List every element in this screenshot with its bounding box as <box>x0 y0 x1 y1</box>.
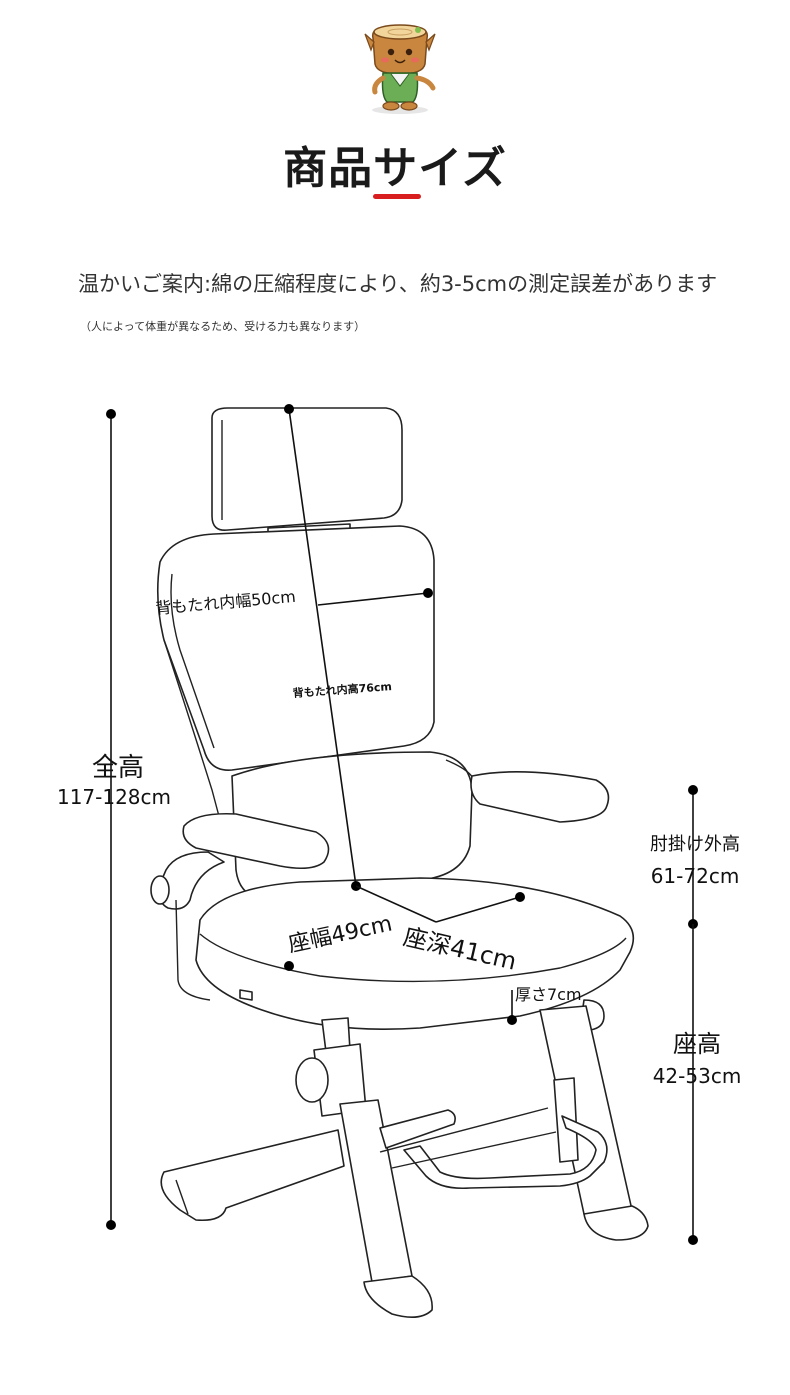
seat-height-line <box>688 924 698 1245</box>
armrest-height-label: 肘掛け外高 <box>650 834 740 855</box>
title-underline <box>373 194 421 199</box>
total-height-label: 全高 <box>92 753 144 783</box>
chair-illustration <box>150 407 649 1318</box>
seat-height-label: 座高 <box>673 1030 721 1058</box>
armrest-height-value: 61-72cm <box>651 864 740 888</box>
mascot <box>364 24 436 114</box>
seat-height-value: 42-53cm <box>653 1064 742 1088</box>
total-height-line <box>106 409 116 1230</box>
measurement-notice: 温かいご案内:綿の圧縮程度により、約3-5cmの測定誤差があります <box>78 272 718 296</box>
page-title: 商品サイズ <box>283 143 507 194</box>
armrest-height-line <box>688 785 698 929</box>
thickness-line <box>507 990 517 1025</box>
back-width-line <box>317 588 433 606</box>
total-height-value: 117-128cm <box>57 785 171 809</box>
measurement-subnote: （人によって体重が異なるため、受ける力も異なります） <box>80 320 366 333</box>
seat-depth-line <box>355 885 525 923</box>
thickness-label: 厚さ7cm <box>515 985 582 1004</box>
back-height-label: 背もたれ内高76cm <box>292 679 392 700</box>
seat-width-marker <box>284 961 294 971</box>
tree-stump-mascot-icon <box>364 24 436 114</box>
